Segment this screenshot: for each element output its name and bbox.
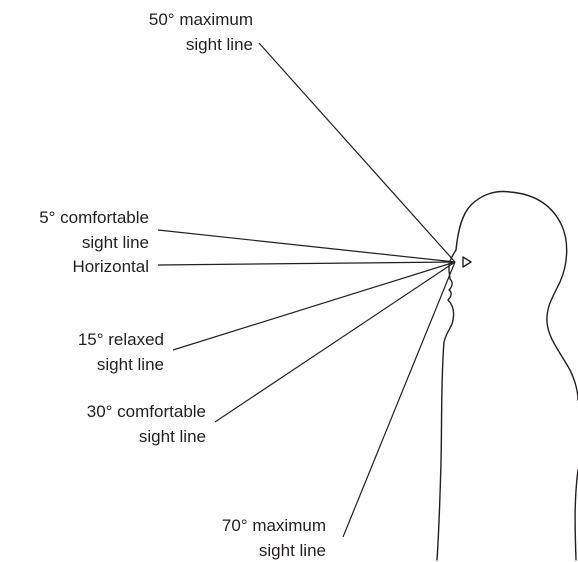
sight-line-50-maximum <box>259 43 455 262</box>
label-5-comfortable-line1: 5° comfortable <box>39 208 149 227</box>
sight-line-labels: 50° maximum sight line 5° comfortable si… <box>39 10 326 560</box>
eye-icon <box>463 257 471 267</box>
label-horizontal: Horizontal <box>72 257 149 276</box>
label-30-comfortable-line2: sight line <box>139 427 206 446</box>
head-profile-outline <box>437 192 578 560</box>
sight-lines <box>158 43 455 537</box>
label-70-maximum-line2: sight line <box>259 541 326 560</box>
label-15-relaxed-line2: sight line <box>97 355 164 374</box>
label-15-relaxed-line1: 15° relaxed <box>78 330 164 349</box>
label-30-comfortable-line1: 30° comfortable <box>87 402 206 421</box>
label-70-maximum-line1: 70° maximum <box>222 516 326 535</box>
sight-line-70-maximum <box>343 262 455 537</box>
sight-line-30-comfortable <box>215 262 455 422</box>
label-50-maximum-line2: sight line <box>186 35 253 54</box>
label-50-maximum-line1: 50° maximum <box>149 10 253 29</box>
sight-line-15-relaxed <box>173 262 455 350</box>
sight-line-horizontal <box>158 262 455 265</box>
sight-line-5-comfortable <box>158 230 455 262</box>
label-5-comfortable-line2: sight line <box>82 233 149 252</box>
human-profile-figure <box>437 192 578 560</box>
